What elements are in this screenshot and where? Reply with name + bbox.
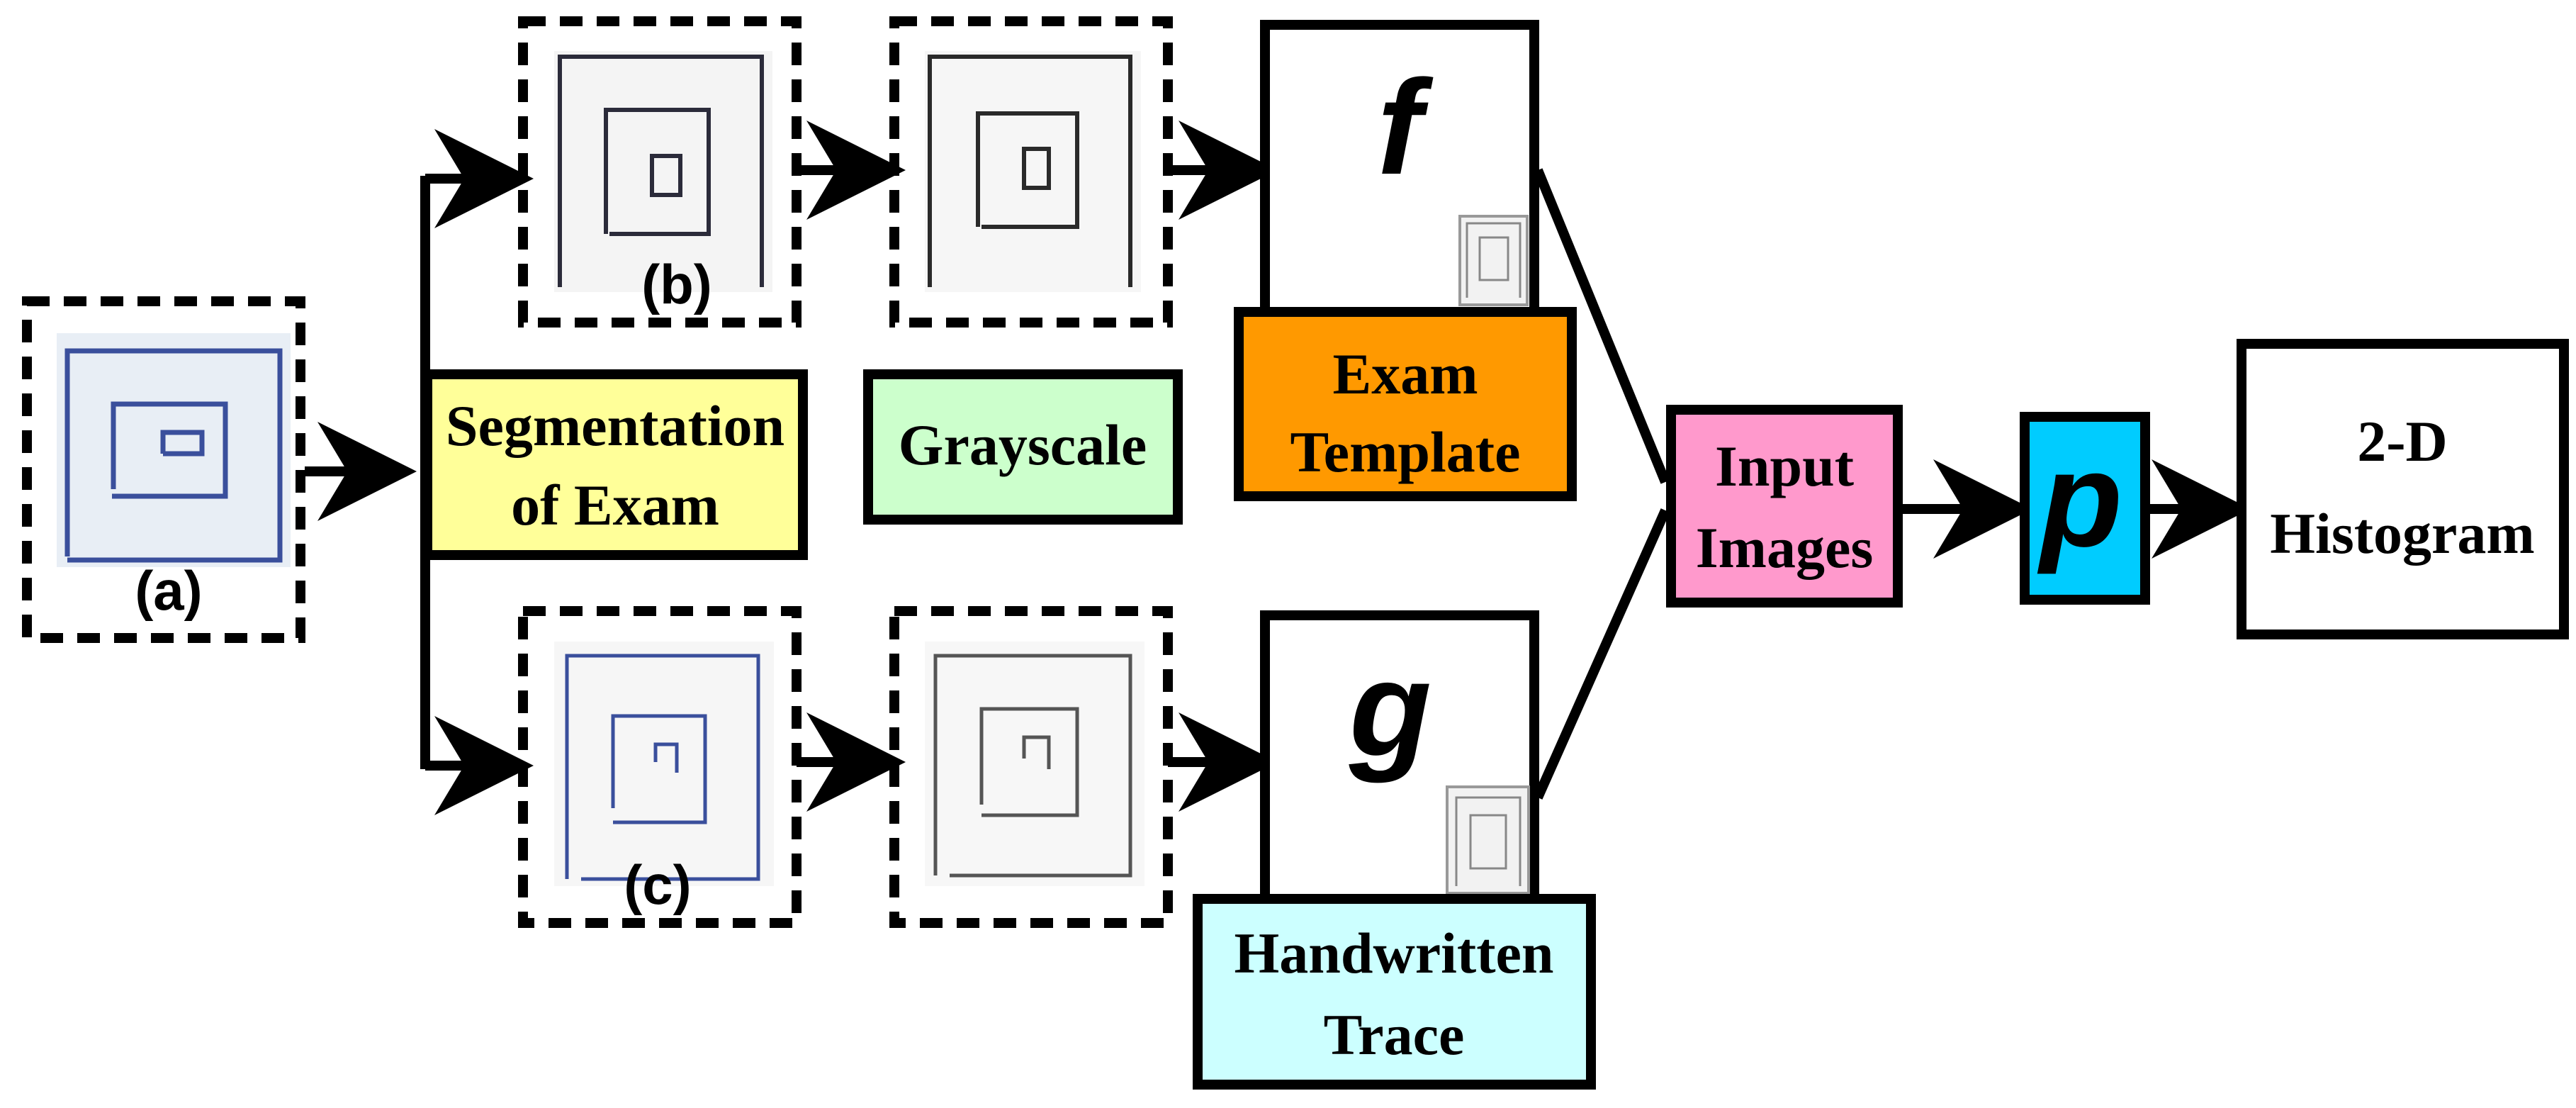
g-panel: g xyxy=(1260,610,1539,918)
original-exam-spiral xyxy=(64,348,283,563)
svg-text:Histogram: Histogram xyxy=(2270,501,2534,566)
grayscale-trace-dashed-frame xyxy=(889,606,1173,928)
svg-text:of Exam: of Exam xyxy=(511,473,719,537)
segmented-template-panel: (b) xyxy=(518,16,802,328)
handwritten-trace-box: Handwritten Trace xyxy=(1193,894,1596,1090)
segmented-trace-dashed-frame xyxy=(518,606,802,928)
svg-text:Exam: Exam xyxy=(1333,342,1478,406)
svg-text:Grayscale: Grayscale xyxy=(899,413,1147,477)
input-images-box: Input Images xyxy=(1666,405,1903,608)
segmented-trace-spiral xyxy=(565,654,760,881)
g-image-box xyxy=(1260,610,1539,918)
histogram-box: 2-D Histogram xyxy=(2237,339,2569,639)
grayscale-template-panel xyxy=(889,16,1173,328)
merge-connectors xyxy=(1533,168,1670,800)
label-c: (c) xyxy=(624,854,691,916)
svg-text:Segmentation: Segmentation xyxy=(446,393,784,458)
original-exam-panel: (a) xyxy=(22,296,305,643)
segmentation-box: Segmentation of Exam xyxy=(422,369,808,560)
label-b: (b) xyxy=(641,253,712,315)
svg-text:Template: Template xyxy=(1290,420,1521,484)
original-exam-photo xyxy=(57,333,291,567)
f-thumbnail xyxy=(1458,215,1529,306)
svg-text:Handwritten: Handwritten xyxy=(1234,921,1554,985)
p-box: p xyxy=(2020,412,2150,605)
g-symbol: g xyxy=(1349,634,1432,784)
svg-text:Images: Images xyxy=(1696,515,1874,580)
g-thumbnail xyxy=(1446,785,1530,895)
segmented-trace-panel: (c) xyxy=(518,606,802,928)
grayscale-trace-panel xyxy=(889,606,1173,928)
exam-template-box: Exam Template xyxy=(1234,307,1577,501)
svg-text:Trace: Trace xyxy=(1324,1002,1465,1067)
f-panel: f xyxy=(1260,20,1539,320)
grayscale-template-spiral xyxy=(928,55,1132,287)
grayscale-box: Grayscale xyxy=(863,369,1183,525)
original-exam-dashed-frame xyxy=(22,296,305,643)
p-symbol: p xyxy=(2037,425,2122,575)
grayscale-trace-spiral xyxy=(933,654,1132,878)
segmented-template-spiral xyxy=(558,55,764,287)
svg-text:2-D: 2-D xyxy=(2357,409,2448,474)
svg-text:Input: Input xyxy=(1715,434,1854,498)
label-a: (a) xyxy=(135,559,202,622)
